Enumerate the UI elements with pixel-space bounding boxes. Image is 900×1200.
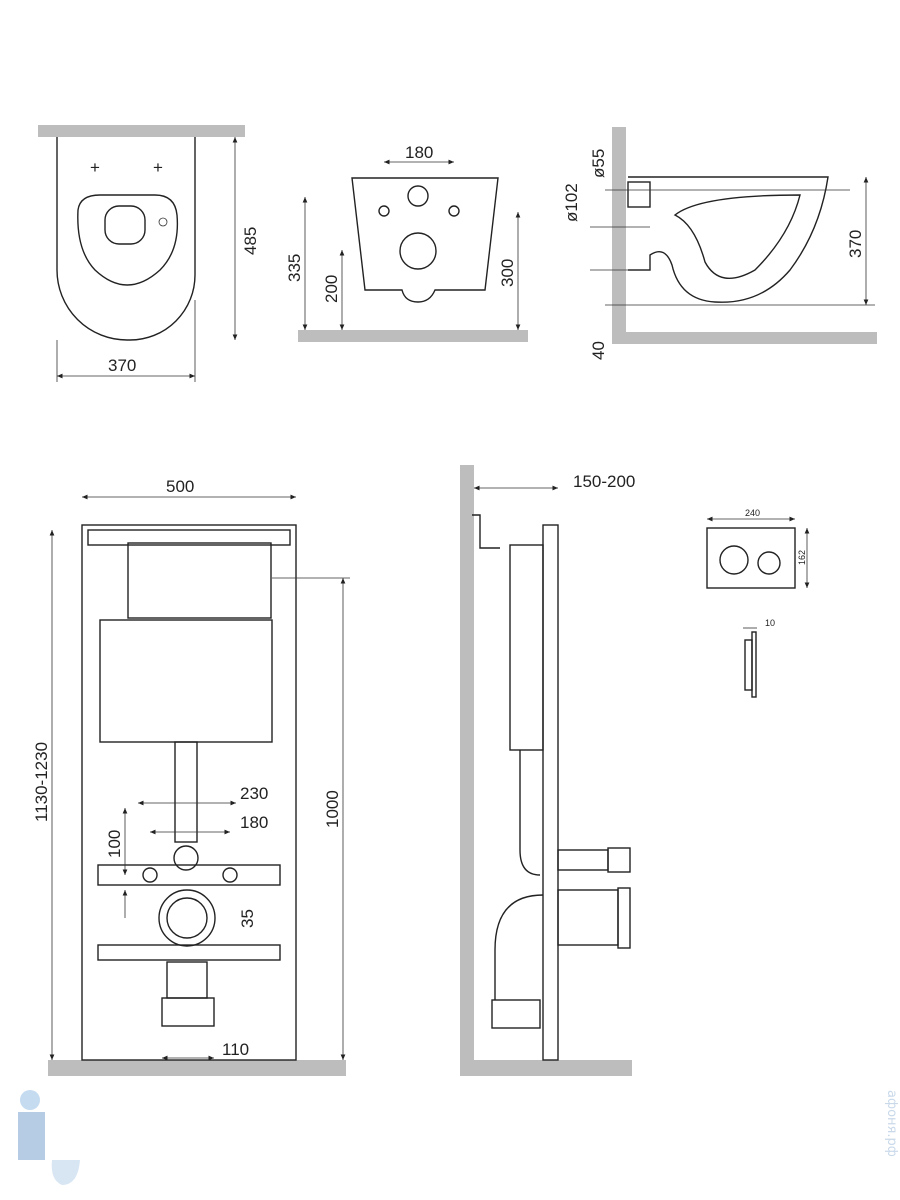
bowl-top-view: + + 370 485 xyxy=(38,125,260,382)
dim-hole-spacing: 180 xyxy=(405,143,433,162)
dim-drain: 110 xyxy=(222,1040,249,1059)
dim-side-height: 370 xyxy=(846,230,865,258)
mascot-logo xyxy=(18,1090,80,1185)
dim-plate-height: 162 xyxy=(797,550,807,565)
dim-bowl-width: 370 xyxy=(108,356,136,375)
svg-text:+: + xyxy=(90,158,100,177)
dim-outlet-height: 200 xyxy=(322,275,341,303)
dim-outlet-height-frame: 1000 xyxy=(323,790,342,828)
dim-frame-height: 1130-1230 xyxy=(32,742,51,822)
dim-plate-width: 240 xyxy=(745,508,760,518)
bowl-side-view: ø55 ø102 370 40 xyxy=(562,127,877,360)
dim-wall-depth: 150-200 xyxy=(573,472,635,491)
dim-outlet-offset: 35 xyxy=(238,909,257,928)
dim-floor-gap: 40 xyxy=(589,341,608,360)
bowl-rear-view: 180 335 200 300 xyxy=(285,143,528,342)
dim-bowl-depth: 485 xyxy=(241,227,260,255)
dim-plate-thickness: 10 xyxy=(765,618,775,628)
dim-bolt-outer: 230 xyxy=(240,784,268,803)
dim-bolt-inner: 180 xyxy=(240,813,268,832)
frame-side-view: 150-200 xyxy=(460,465,635,1076)
watermark: афоня.рф xyxy=(884,1090,899,1157)
svg-text:+: + xyxy=(153,158,163,177)
frame-front-view: 500 1130-1230 1000 230 180 100 35 110 xyxy=(32,477,350,1076)
dim-inlet-diameter: ø55 xyxy=(589,149,608,178)
flush-plate: 240 162 10 xyxy=(706,508,810,698)
dim-outlet-diameter: ø102 xyxy=(562,183,581,222)
dim-frame-width: 500 xyxy=(166,477,194,496)
dim-bolt-height: 335 xyxy=(285,254,304,282)
dim-rear-height: 300 xyxy=(498,259,517,287)
dim-bolt-offset: 100 xyxy=(105,830,124,858)
